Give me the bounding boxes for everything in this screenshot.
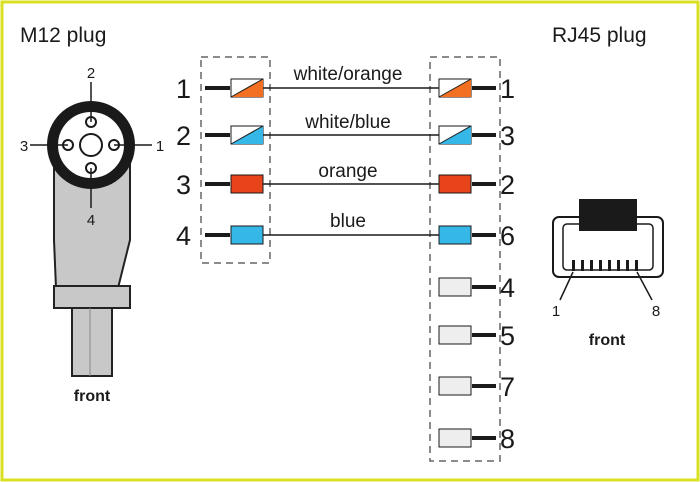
wires: white/orange white/blue orange blue [263, 64, 439, 236]
wire-label-blue: blue [330, 211, 366, 232]
rj45-contacts [572, 260, 638, 271]
rj45-leader-8 [636, 271, 653, 301]
rj45-terminal-number-4: 4 [500, 273, 515, 303]
rj45-swatch-white-orange-diagonal [438, 78, 472, 98]
m12-pin-label-3: 3 [20, 138, 28, 155]
rj45-swatch-orange [438, 174, 472, 194]
rj45-pin-label-8: 8 [652, 303, 660, 320]
rj45-terminal-number-7: 7 [500, 372, 515, 402]
m12-terminal-number-3: 3 [176, 170, 191, 200]
m12-cable [71, 307, 113, 377]
m12-swatch-orange [230, 174, 264, 194]
m12-pin-label-2: 2 [87, 65, 95, 82]
rj45-terminal-number-5: 5 [500, 321, 515, 351]
rj45-swatch-unused-8 [438, 428, 472, 448]
rj45-contact [572, 260, 575, 271]
rj45-swatch-blue [438, 225, 472, 245]
rj45-terminal-number-8: 8 [500, 424, 515, 454]
rj45-plug-drawing: 1 8 front [552, 199, 664, 349]
wire-label-white-blue: white/blue [304, 112, 391, 133]
rj45-contact [590, 260, 593, 271]
rj45-contact [581, 260, 584, 271]
rj45-contact [635, 260, 638, 271]
rj45-swatch-unused-4 [438, 277, 472, 297]
m12-swatch-white-orange-diagonal [230, 78, 264, 98]
rj45-contact [626, 260, 629, 271]
rj45-swatch-unused-7 [438, 376, 472, 396]
rj45-terminal-number-2: 2 [500, 170, 515, 200]
rj45-front-label: front [589, 332, 626, 349]
rj45-terminal-number-3: 3 [500, 121, 515, 151]
right-title: RJ45 plug [552, 24, 647, 47]
wire-label-orange: orange [318, 161, 377, 182]
m12-terminals: 1 2 3 4 [176, 74, 264, 251]
left-title: M12 plug [20, 24, 106, 47]
m12-terminal-number-2: 2 [176, 121, 191, 151]
rj45-pin-label-1: 1 [552, 303, 560, 320]
m12-plug-drawing: 2 3 1 4 front [20, 65, 164, 405]
wire-label-white-orange: white/orange [293, 64, 403, 85]
m12-terminal-box [200, 56, 271, 264]
rj45-swatch-unused-5 [438, 325, 472, 345]
m12-swatch-blue [230, 225, 264, 245]
rj45-contact [608, 260, 611, 271]
m12-swatch-white-blue-diagonal [230, 125, 264, 145]
rj45-leader-1 [559, 271, 574, 301]
rj45-latch [579, 199, 637, 231]
m12-terminal-number-1: 1 [176, 74, 191, 104]
m12-terminal-number-4: 4 [176, 221, 191, 251]
rj45-terminal-number-1: 1 [500, 74, 515, 104]
rj45-terminal-number-6: 6 [500, 221, 515, 251]
rj45-terminals: 1 3 2 6 4 5 7 8 [438, 74, 515, 454]
m12-pin-label-1: 1 [156, 138, 164, 155]
rj45-swatch-white-blue-diagonal [438, 125, 472, 145]
rj45-contact [599, 260, 602, 271]
rj45-contact [617, 260, 620, 271]
m12-pin-label-4: 4 [87, 212, 95, 229]
m12-front-label: front [74, 388, 111, 405]
rj45-terminal-box [429, 56, 501, 462]
m12-collar [53, 285, 131, 309]
m12-center-key [79, 133, 103, 157]
